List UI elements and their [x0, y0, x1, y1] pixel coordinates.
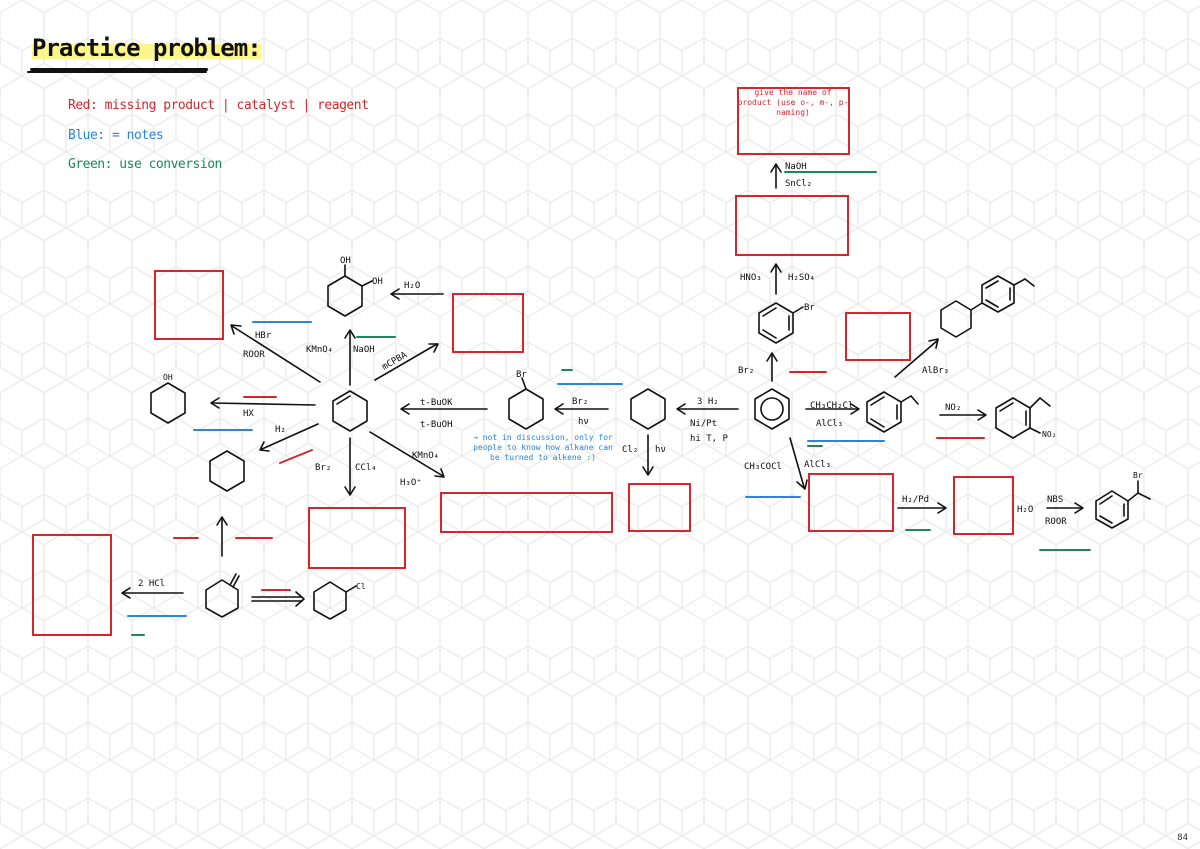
oh-label-1: OH — [340, 256, 351, 266]
label-roor: ROOR — [243, 350, 265, 360]
label-h2so4: H₂SO₄ — [788, 273, 815, 283]
label-sncl2: SnCl₂ — [785, 179, 812, 189]
highlight-marks — [27, 71, 1091, 636]
label-hno3: HNO₃ — [740, 273, 762, 283]
label-hbr: HBr — [255, 331, 272, 341]
label-nbs: NBS — [1047, 495, 1063, 505]
page-number: 84 — [1177, 833, 1188, 843]
label-br2-hv: Br₂ — [572, 397, 588, 407]
answer-box-epoxide[interactable] — [452, 293, 524, 353]
label-hv: hν — [578, 417, 589, 427]
label-h3o: H₃O⁺ — [400, 478, 422, 488]
cyclohexanediol — [327, 264, 373, 317]
cyclohexyl-ethylbenzene — [940, 275, 1035, 338]
answer-box-alkyne-hcl[interactable] — [32, 534, 112, 636]
answer-box-acylation[interactable] — [808, 473, 894, 532]
answer-box-hbr-product[interactable] — [154, 270, 224, 340]
label-kmno4-2: KMnO₄ — [412, 451, 439, 461]
br-label-1: Br — [516, 370, 527, 380]
label-hitp: hi T, P — [690, 434, 729, 444]
bromocyclohexane — [508, 377, 544, 430]
label-ccl4: CCl₄ — [355, 463, 377, 473]
ethynylcyclohexane — [205, 573, 240, 618]
blue-note: → not in discussion, only for people to … — [473, 433, 613, 462]
title-underline — [30, 68, 208, 71]
label-3h2: 3 H₂ — [697, 397, 719, 407]
label-2hcl: 2 HCl — [138, 579, 165, 589]
chloroalkene-product — [313, 581, 357, 620]
answer-box-chlorocyclohexane[interactable] — [628, 483, 691, 532]
label-no2: NO₂ — [945, 403, 961, 413]
label-roor-b: ROOR — [1045, 517, 1067, 527]
answer-box-bromobenzene-product[interactable] — [845, 312, 911, 361]
legend-green: Green: use conversion — [68, 157, 222, 172]
label-kmno4-1: KMnO₄ — [306, 345, 333, 355]
arrows — [121, 163, 1084, 607]
bromobenzene — [758, 302, 804, 344]
label-ch3cocl: CH₃COCl — [744, 462, 782, 472]
label-h2pd: H₂/Pd — [902, 495, 929, 505]
oh-label-2: OH — [372, 277, 383, 287]
oh-label-3: OH — [163, 373, 173, 382]
cyclohexane-left — [209, 450, 245, 492]
answer-box-kmno4-product[interactable] — [440, 492, 613, 533]
label-tbuok: t-BuOK — [420, 398, 453, 408]
page-title: Practice problem: — [32, 34, 262, 62]
label-br2: Br₂ — [315, 463, 331, 473]
cyclohexane-middle — [630, 388, 666, 430]
label-h2o-b: H₂O — [1017, 505, 1033, 515]
legend-blue: Blue: = notes — [68, 128, 164, 143]
label-tbuoh: t-BuOH — [420, 420, 453, 430]
ethylbenzene — [866, 391, 919, 433]
label-naoh-short: NaOH — [785, 162, 807, 172]
label-br2-side: Br₂ — [738, 366, 754, 376]
br-label-3: Br — [1133, 471, 1143, 480]
answer-box-nitration[interactable] — [735, 195, 849, 256]
label-ch3ch2cl: CH₃CH₂Cl — [810, 401, 853, 411]
br-label-2: Br — [804, 303, 815, 313]
box-instruction-text: give the name of product (use o-, m-, p-… — [737, 88, 849, 117]
label-hx: HX — [243, 409, 254, 419]
benzene — [754, 388, 790, 430]
label-naoh: NaOH — [353, 345, 375, 355]
answer-box-reduction[interactable] — [953, 476, 1014, 535]
answer-box-dibromide[interactable] — [308, 507, 406, 569]
label-nipt: Ni/Pt — [690, 419, 717, 429]
label-h2o: H₂O — [404, 281, 420, 291]
cyclohexene-center — [332, 390, 368, 432]
ortho-nitro-ethylbenzene — [995, 397, 1051, 439]
label-alcl3-b: AlCl₃ — [804, 460, 831, 470]
cyclohexanol — [150, 382, 186, 424]
label-hv2: hν — [655, 445, 666, 455]
cl-label: Cl — [356, 582, 366, 591]
legend-red: Red: missing product | catalyst | reagen… — [68, 98, 369, 113]
label-alcl3: AlCl₃ — [816, 419, 843, 429]
label-h2: H₂ — [275, 425, 286, 435]
answer-box-name-product[interactable] — [737, 87, 850, 155]
bromoethylbenzene — [1095, 480, 1151, 529]
reagent-labels: H₂O HBr ROOR KMnO₄ NaOH mCPBA HX H₂ Br₂ … — [138, 162, 1067, 589]
no2-substituent: NO₂ — [1042, 430, 1056, 439]
label-albr3: AlBr₃ — [922, 366, 949, 376]
label-cl2: Cl₂ — [622, 445, 638, 455]
